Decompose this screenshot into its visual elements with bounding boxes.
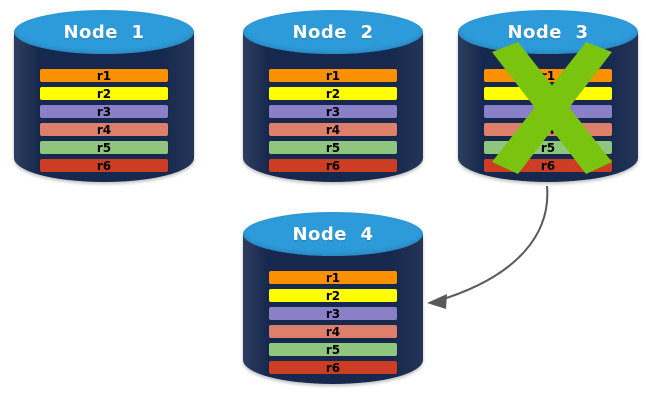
- record-bar-label: r2: [325, 288, 341, 303]
- node-cylinder-node1[interactable]: Node 1 r1 r2 r3 r4 r5 r6: [14, 10, 194, 182]
- record-bar-stack: r1 r2 r3 r4 r5 r6: [39, 68, 169, 176]
- record-bar-label: r4: [96, 122, 112, 137]
- record-bar-r3[interactable]: r3: [268, 306, 398, 321]
- cylinder-top-ellipse: [243, 10, 423, 54]
- record-bar-r6[interactable]: r6: [483, 158, 613, 173]
- record-bar-label: r3: [96, 104, 112, 119]
- record-bar-label: r5: [325, 140, 341, 155]
- record-bar-label: r3: [325, 104, 341, 119]
- record-bar-r2[interactable]: r2: [268, 288, 398, 303]
- record-bar-label: r2: [96, 86, 112, 101]
- record-bar-r6[interactable]: r6: [268, 360, 398, 375]
- record-bar-r1[interactable]: r1: [268, 68, 398, 83]
- record-bar-r4[interactable]: r4: [268, 122, 398, 137]
- record-bar-r2[interactable]: r2: [483, 86, 613, 101]
- cylinder-top-ellipse: [14, 10, 194, 54]
- arrow-head-icon: [427, 294, 447, 309]
- record-bar-r4[interactable]: r4: [483, 122, 613, 137]
- record-bar-r1[interactable]: r1: [268, 270, 398, 285]
- record-bar-label: r4: [540, 122, 556, 137]
- record-bar-label: r1: [325, 270, 341, 285]
- record-bar-label: r5: [325, 342, 341, 357]
- record-bar-r6[interactable]: r6: [39, 158, 169, 173]
- record-bar-label: r4: [325, 324, 341, 339]
- node-title-label: Node 1: [63, 21, 145, 43]
- record-bar-label: r6: [325, 158, 341, 173]
- record-bar-r1[interactable]: r1: [483, 68, 613, 83]
- record-bar-label: r1: [325, 68, 341, 83]
- arrow-curve: [436, 185, 549, 302]
- node-title-label: Node 4: [292, 223, 374, 245]
- node-cylinder-node3[interactable]: Node 3 r1 r2 r3 r4 r5 r6: [458, 10, 638, 182]
- record-bar-label: r2: [325, 86, 341, 101]
- record-bar-label: r5: [540, 140, 556, 155]
- record-bar-r6[interactable]: r6: [268, 158, 398, 173]
- record-bar-stack: r1 r2 r3 r4 r5 r6: [268, 270, 398, 378]
- record-bar-r5[interactable]: r5: [483, 140, 613, 155]
- record-bar-label: r1: [540, 68, 556, 83]
- record-bar-r2[interactable]: r2: [39, 86, 169, 101]
- record-bar-label: r1: [96, 68, 112, 83]
- record-bar-label: r6: [540, 158, 556, 173]
- record-bar-r5[interactable]: r5: [268, 342, 398, 357]
- record-bar-stack: r1 r2 r3 r4 r5 r6: [483, 68, 613, 176]
- node-title-label: Node 3: [507, 21, 589, 43]
- record-bar-r5[interactable]: r5: [268, 140, 398, 155]
- cylinder-top-ellipse: [243, 212, 423, 256]
- record-bar-r3[interactable]: r3: [39, 104, 169, 119]
- record-bar-r3[interactable]: r3: [483, 104, 613, 119]
- node-cylinder-node4[interactable]: Node 4 r1 r2 r3 r4 r5 r6: [243, 212, 423, 384]
- record-bar-r5[interactable]: r5: [39, 140, 169, 155]
- record-bar-label: r2: [540, 86, 556, 101]
- record-bar-label: r3: [325, 306, 341, 321]
- record-bar-r2[interactable]: r2: [268, 86, 398, 101]
- record-bar-label: r6: [96, 158, 112, 173]
- record-bar-r3[interactable]: r3: [268, 104, 398, 119]
- record-bar-label: r5: [96, 140, 112, 155]
- node-cylinder-node2[interactable]: Node 2 r1 r2 r3 r4 r5 r6: [243, 10, 423, 182]
- record-bar-r4[interactable]: r4: [39, 122, 169, 137]
- record-bar-r4[interactable]: r4: [268, 324, 398, 339]
- record-bar-stack: r1 r2 r3 r4 r5 r6: [268, 68, 398, 176]
- node-title-label: Node 2: [292, 21, 374, 43]
- record-bar-label: r6: [325, 360, 341, 375]
- record-bar-r1[interactable]: r1: [39, 68, 169, 83]
- record-bar-label: r3: [540, 104, 556, 119]
- record-bar-label: r4: [325, 122, 341, 137]
